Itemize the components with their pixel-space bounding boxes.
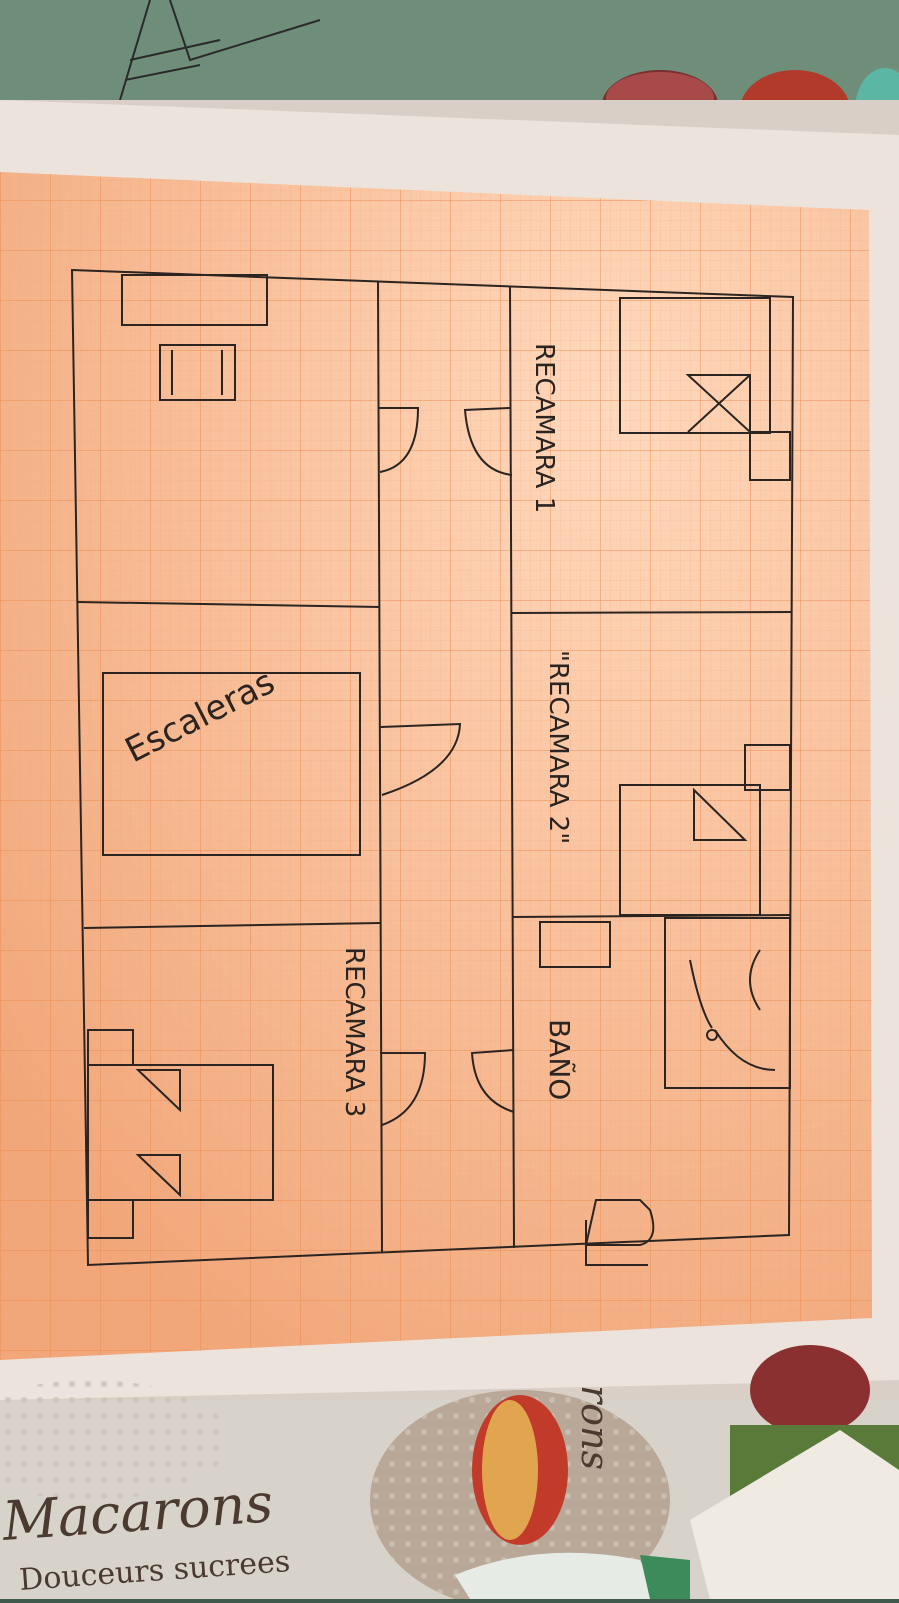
door-bottom-right — [470, 1049, 515, 1113]
wall-right-1 — [511, 611, 792, 614]
hallway-wall-left — [377, 281, 383, 1253]
floor-plan — [70, 268, 795, 1267]
bed-1 — [619, 297, 771, 434]
sink — [539, 921, 611, 968]
hallway-wall-right — [509, 286, 515, 1249]
label-bano: BAÑO — [543, 1019, 576, 1100]
label-recamara-3: RECAMARA 3 — [339, 947, 369, 1117]
nightstand-3b — [87, 1199, 134, 1239]
door-top-right — [463, 407, 513, 476]
wall-left-2 — [83, 922, 381, 929]
outer-wall — [70, 268, 795, 1267]
toilet — [584, 1199, 655, 1266]
brand-partial: rons — [573, 1385, 617, 1470]
nightstand-3a — [87, 1029, 134, 1066]
nightstand-2 — [744, 744, 791, 791]
macaron-bottom — [472, 1395, 568, 1545]
door-top-left — [378, 407, 420, 473]
bed-3 — [87, 1064, 274, 1201]
cloth-bottom-decor — [0, 1345, 899, 1603]
bed-2 — [619, 784, 761, 916]
label-recamara-1: RECAMARA 1 — [529, 343, 559, 513]
chair-top-left — [159, 344, 236, 401]
shower — [664, 917, 791, 1089]
label-recamara-2: "RECAMARA 2" — [543, 650, 573, 844]
stairs-box — [102, 672, 361, 856]
door-middle — [379, 722, 462, 796]
desk-top-left — [121, 274, 268, 326]
eiffel-sketch-top — [119, 0, 321, 101]
door-bottom-left — [380, 1052, 427, 1126]
graph-paper — [0, 172, 872, 1360]
wall-left-1 — [77, 601, 381, 608]
nightstand-1 — [749, 431, 791, 481]
